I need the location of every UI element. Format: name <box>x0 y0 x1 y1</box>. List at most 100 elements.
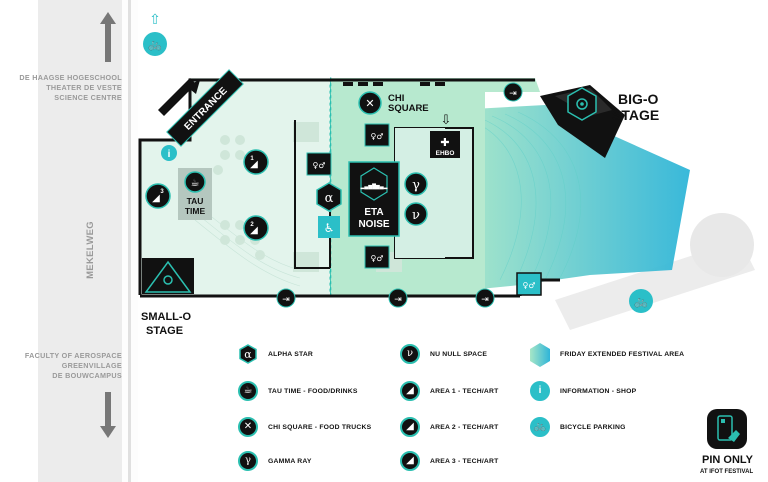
label-greenvillage: GREENVILLAGE <box>62 361 122 370</box>
toilet-icon: ♀♂ <box>370 132 383 141</box>
small-o-stage[interactable] <box>142 258 194 294</box>
area-icon: ◢ <box>400 417 420 437</box>
ehbo-marker[interactable]: ⇩ ✚ EHBO <box>430 113 460 158</box>
label-bouwcampus: DE BOUWCAMPUS <box>52 371 122 380</box>
exit-icon: ⇥ <box>481 295 489 305</box>
eta-noise-stage[interactable]: ▂▄▆█▆▄▂ ETA NOISE <box>348 161 400 237</box>
alpha-star-marker[interactable]: α <box>316 182 342 212</box>
friday-contour-lines <box>469 111 581 283</box>
legend-bicycle-parking: BICYCLE PARKING <box>560 424 626 431</box>
small-o-stage-label: STAGE <box>146 325 183 337</box>
small-o-label: SMALL-O <box>141 311 192 323</box>
cross-icon: ✚ <box>440 136 449 149</box>
exit-icon: ⇥ <box>394 295 402 305</box>
bike-parking-top[interactable]: ⇧ 🚲 <box>143 12 167 56</box>
area-icon: ◢ <box>400 381 420 401</box>
road-mekelweg <box>38 0 138 482</box>
noise-label: NOISE <box>358 219 389 230</box>
entrance-arrow[interactable] <box>158 78 200 116</box>
exit-marker-4[interactable]: ⇥ <box>503 82 523 102</box>
big-o-label: BIG-O <box>618 91 659 107</box>
legend-alpha-star: ALPHA STAR <box>268 351 314 358</box>
legend-chi-square: CHI SQUARE - FOOD TRUCKS <box>268 424 372 431</box>
big-o-stage-label: STAGE <box>612 107 659 123</box>
arrow-up-icon: ⇧ <box>149 12 161 28</box>
bike-parking-right[interactable]: 🚲 <box>629 289 653 313</box>
area1-marker[interactable]: ◢ 1 <box>243 149 269 175</box>
eta-label: ETA <box>364 207 383 218</box>
toilet-marker-1[interactable]: ♀♂ <box>364 123 390 147</box>
gamma-ray-marker[interactable]: γ <box>404 172 428 196</box>
label-science-centre: SCIENCE CENTRE <box>54 93 122 102</box>
pin-only-subtitle: AT IFOT FESTIVAL <box>700 469 754 475</box>
toilet-marker-3[interactable]: ♀♂ <box>364 245 390 269</box>
drink-icon: ☕ <box>191 178 200 189</box>
info-marker[interactable]: i <box>161 145 177 161</box>
food-icon: ✕ <box>365 97 374 110</box>
nu-null-space-marker[interactable]: ν <box>404 202 428 226</box>
alpha-star-legend-icon: α <box>238 344 258 364</box>
label-faculty-aerospace: FACULTY OF AEROSPACE <box>25 351 122 360</box>
info-icon: i <box>530 381 550 401</box>
legend-nu-null-space: NU NULL SPACE <box>430 351 488 358</box>
area2-marker[interactable]: ◢ 2 <box>243 215 269 241</box>
toilet-marker-2[interactable]: ♀♂ <box>306 152 332 176</box>
food-truck-bars <box>343 82 445 86</box>
accessible-toilet[interactable]: ♿ <box>318 216 340 238</box>
label-theater-de-veste: THEATER DE VESTE <box>46 83 122 92</box>
toilet-marker-4[interactable]: ♀♂ <box>516 272 542 296</box>
exit-marker-2[interactable]: ⇥ <box>388 288 408 308</box>
road-arrow-up <box>100 12 116 62</box>
big-o-stage[interactable] <box>540 85 625 158</box>
chi-square-marker[interactable]: ✕ <box>358 91 382 115</box>
legend-friday-swatch <box>530 343 550 367</box>
friday-extended-area[interactable] <box>455 105 690 290</box>
info-icon: i <box>168 149 171 160</box>
bike-icon: 🚲 <box>530 417 550 437</box>
toilet-icon: ♀♂ <box>370 254 383 263</box>
toilet-icon: ♀♂ <box>312 161 325 170</box>
nu-icon: ν <box>400 344 420 364</box>
legend-gamma-ray: GAMMA RAY <box>268 458 312 465</box>
legend-area-3: AREA 3 - TECH/ART <box>430 458 499 465</box>
roundabout <box>690 213 754 277</box>
area3-marker[interactable]: ◢ 3 <box>145 183 171 209</box>
square-label: SQUARE <box>388 103 429 114</box>
bike-icon: 🚲 <box>148 38 162 51</box>
sound-icon: ▂▄▆█▆▄▂ <box>360 183 388 190</box>
legend-tau-time: TAU TIME - FOOD/DRINKS <box>268 388 358 395</box>
nu-icon: ν <box>412 208 420 223</box>
venue-outline <box>138 78 535 295</box>
tau-time-marker[interactable]: ☕ TAU TIME <box>178 168 212 220</box>
svg-text:α: α <box>244 348 252 361</box>
pin-only-title: PIN ONLY <box>702 454 753 466</box>
exit-marker-3[interactable]: ⇥ <box>475 288 495 308</box>
gamma-icon: γ <box>238 451 258 471</box>
food-icon: ✕ <box>238 417 258 437</box>
card-icon <box>707 409 747 449</box>
arrow-down-icon: ⇩ <box>441 113 452 128</box>
time-label: TIME <box>185 206 206 216</box>
area1-number: 1 <box>250 156 254 162</box>
area-icon: ◢ <box>250 225 258 236</box>
alpha-icon: α <box>325 191 334 206</box>
area-icon: ◢ <box>400 451 420 471</box>
ehbo-label: EHBO <box>436 150 455 157</box>
road-arrow-down <box>100 392 116 438</box>
legend-area-1: AREA 1 - TECH/ART <box>430 388 499 395</box>
toilet-icon: ♀♂ <box>522 281 535 290</box>
exit-marker-1[interactable]: ⇥ <box>276 288 296 308</box>
area-icon: ◢ <box>250 159 258 170</box>
bike-icon: 🚲 <box>634 295 648 308</box>
label-mekelweg: MEKELWEG <box>85 221 96 279</box>
exit-icon: ⇥ <box>509 89 517 99</box>
area-icon: ◢ <box>152 193 160 204</box>
label-haagse-hogeschool: DE HAAGSE HOGESCHOOL <box>19 73 122 82</box>
legend-area-2: AREA 2 - TECH/ART <box>430 424 499 431</box>
area2-number: 2 <box>250 222 254 228</box>
wheelchair-icon: ♿ <box>324 221 335 235</box>
legend-information-shop: INFORMATION - SHOP <box>560 388 637 395</box>
exit-icon: ⇥ <box>282 295 290 305</box>
legend-friday-extended: FRIDAY EXTENDED FESTIVAL AREA <box>560 351 685 358</box>
